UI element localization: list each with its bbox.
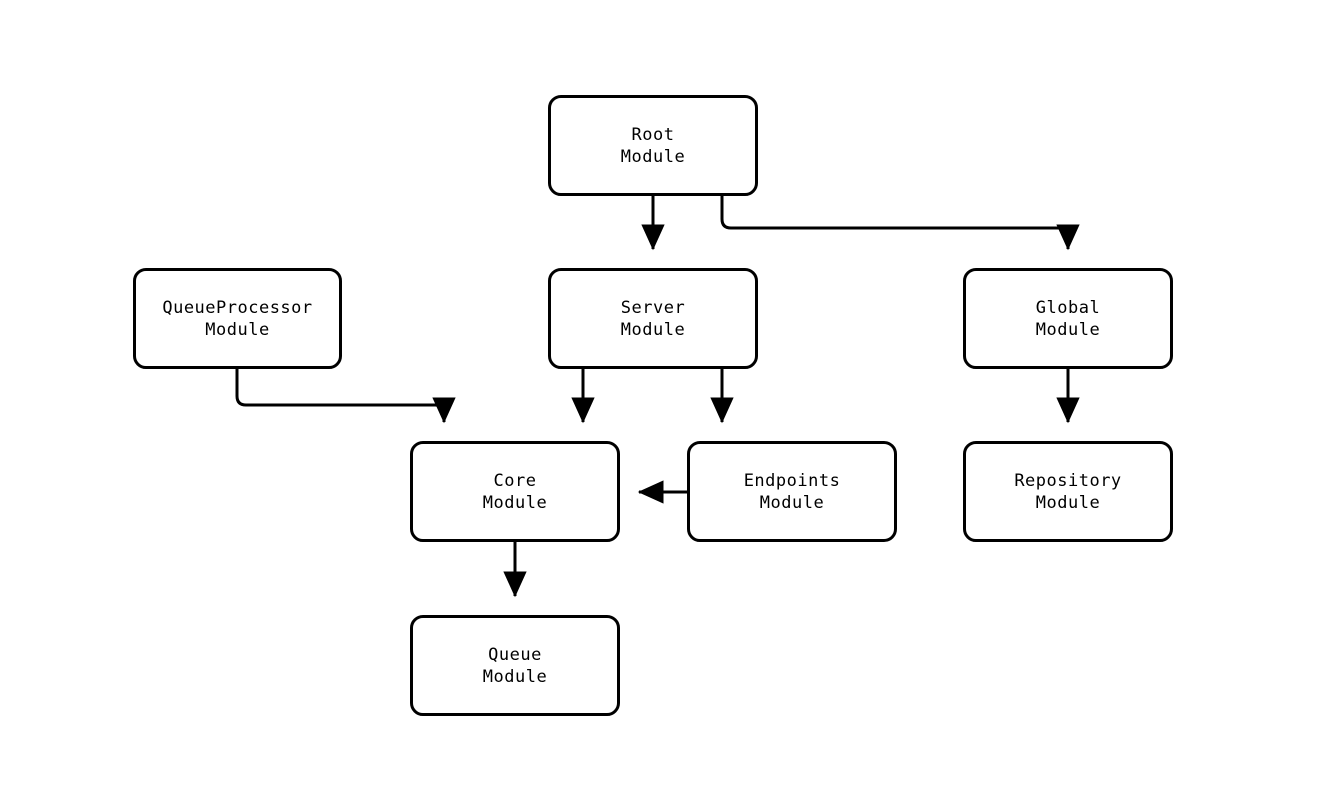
node-root-module-label-line1: Root xyxy=(631,124,675,145)
node-endpoints-module[interactable]: Endpoints Module xyxy=(687,441,897,542)
node-repository-module-label-line2: Module xyxy=(1035,492,1101,513)
node-global-module[interactable]: Global Module xyxy=(963,268,1173,369)
node-repository-module[interactable]: Repository Module xyxy=(963,441,1173,542)
node-endpoints-module-label-line2: Module xyxy=(759,492,825,513)
node-queueprocessor-module[interactable]: QueueProcessor Module xyxy=(133,268,342,369)
node-repository-module-label-line1: Repository xyxy=(1014,470,1122,491)
node-core-module[interactable]: Core Module xyxy=(410,441,620,542)
node-queueprocessor-module-label-line2: Module xyxy=(205,319,270,340)
node-global-module-label-line2: Module xyxy=(1035,319,1101,340)
node-root-module-label-line2: Module xyxy=(620,146,686,167)
node-queueprocessor-module-label-line1: QueueProcessor xyxy=(162,297,313,318)
node-core-module-label-line1: Core xyxy=(493,470,537,491)
node-server-module-label-line2: Module xyxy=(620,319,686,340)
node-global-module-label-line1: Global xyxy=(1035,297,1101,318)
node-root-module[interactable]: Root Module xyxy=(548,95,758,196)
node-endpoints-module-label-line1: Endpoints xyxy=(743,470,841,491)
edge-root-to-global xyxy=(720,196,1080,251)
node-server-module[interactable]: Server Module xyxy=(548,268,758,369)
node-queue-module-label-line2: Module xyxy=(482,666,548,687)
node-server-module-label-line1: Server xyxy=(620,297,686,318)
edge-queueprocessor-to-core xyxy=(235,369,456,424)
node-queue-module-label-line1: Queue xyxy=(488,644,542,665)
node-core-module-label-line2: Module xyxy=(482,492,548,513)
node-queue-module[interactable]: Queue Module xyxy=(410,615,620,716)
